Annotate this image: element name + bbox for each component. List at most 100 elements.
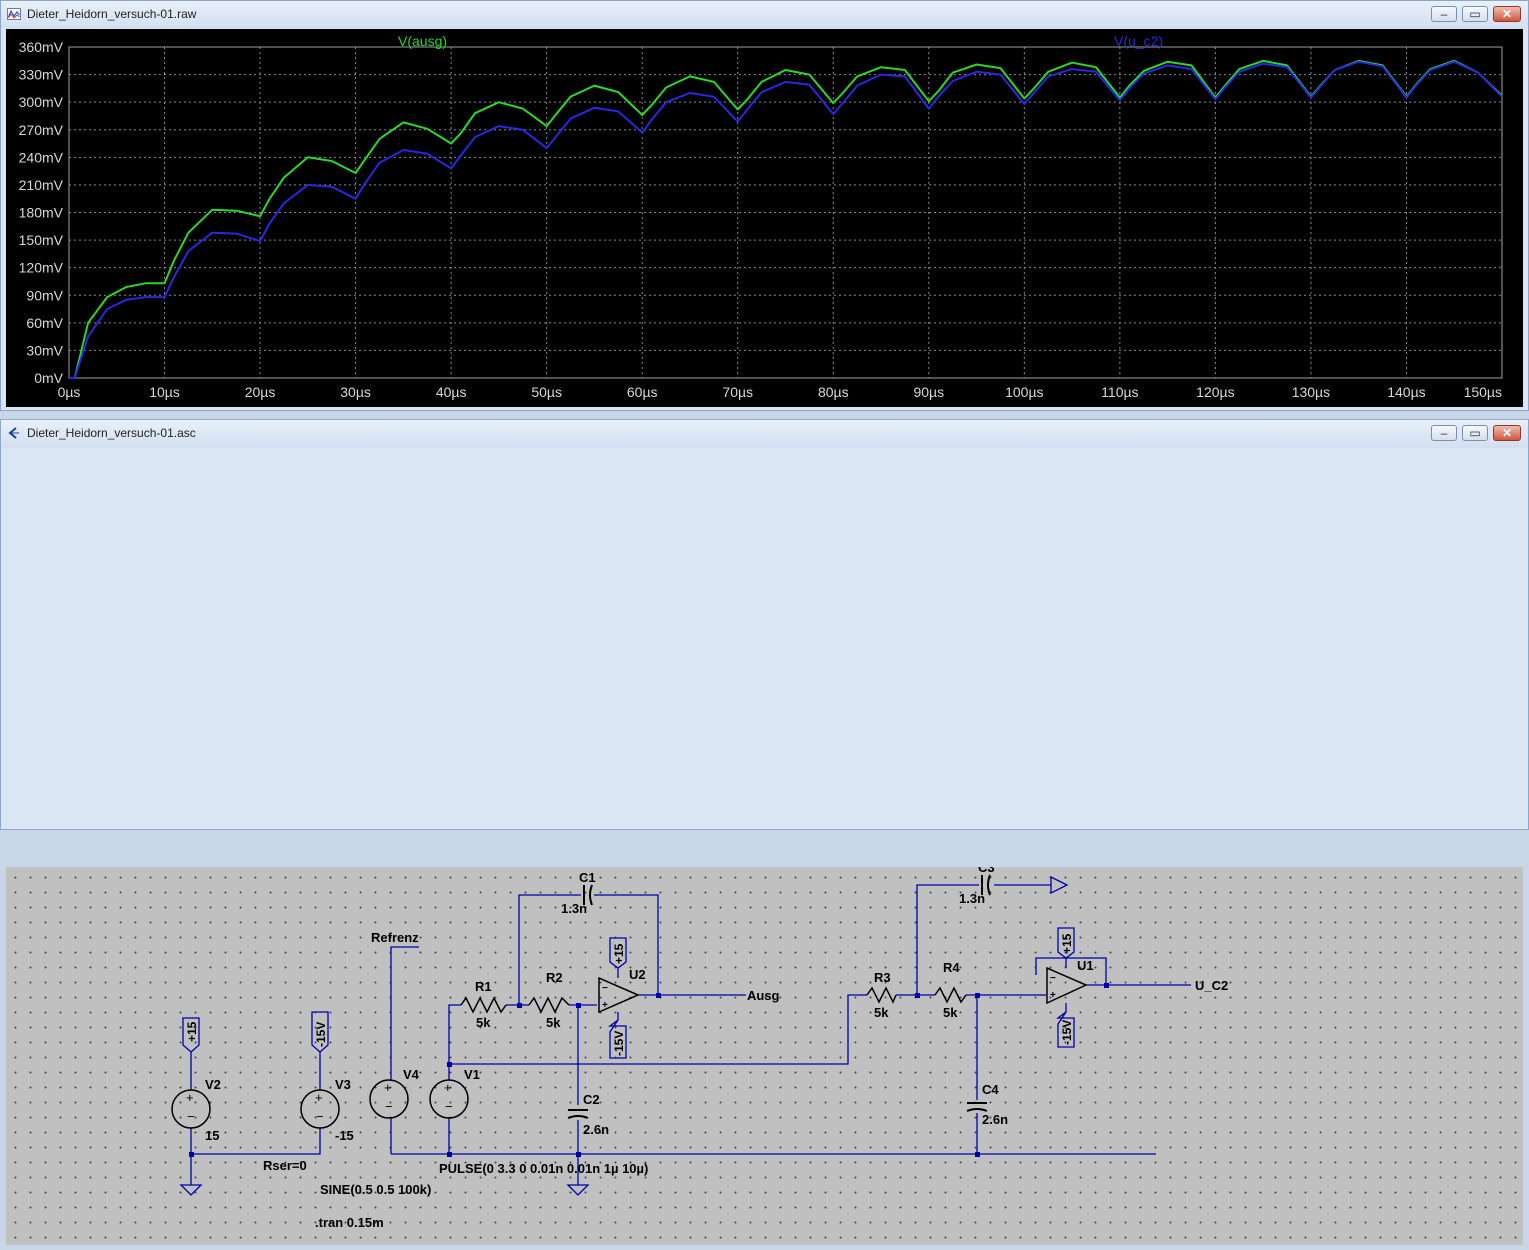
ground-c2 [566,1184,590,1196]
minimize-button[interactable]: ‒ [1431,6,1457,22]
flag-u1-minus: -15V [1060,1020,1074,1045]
y-tick-label: 150mV [19,232,64,248]
y-tick-labels: 0mV 30mV 60mV 90mV 120mV 150mV 180mV 210mV 240mV… [19,39,64,386]
y-tick-label: 330mV [19,67,64,83]
grid-lines [68,46,1503,379]
restore-button[interactable]: ▭ [1462,425,1488,441]
flag-u2-minus: -15V [612,1031,626,1056]
label-r1: R1 [475,979,492,994]
label-v3: V3 [335,1077,351,1092]
x-tick-label: 110µs [1101,384,1138,400]
y-tick-label: 270mV [19,122,64,138]
label-u1: U1 [1077,958,1094,973]
label-sine: SINE(0.5 0.5 100k) [320,1182,431,1197]
x-tick-label: 140µs [1387,384,1425,400]
schematic-canvas[interactable]: − + − + +− +− +− +− [6,860,1523,1245]
y-tick-label: 90mV [26,287,63,303]
minimize-icon: ‒ [1440,7,1448,21]
x-tick-label: 50µs [531,384,562,400]
component-labels: C1 1.3n C3 1.3n Refrenz R1 5k R2 5k R3 5… [205,860,1228,1230]
x-tick-label: 80µs [818,384,849,400]
minimize-button[interactable]: ‒ [1431,425,1457,441]
y-tick-label: 60mV [26,315,63,331]
label-v3-value: -15 [335,1128,354,1143]
y-tick-label: 360mV [19,39,64,55]
resistor-r3 [866,986,897,1004]
y-tick-label: 210mV [19,177,64,193]
x-tick-label: 90µs [913,384,944,400]
label-c2-value: 2.6n [583,1122,609,1137]
resistor-r2 [528,996,570,1014]
label-v4: V4 [403,1067,420,1082]
schematic-window-title: Dieter_Heidorn_versuch-01.asc [27,426,196,440]
trace-label-u-c2[interactable]: V(u_c2) [1114,33,1163,49]
waveform-plot-area[interactable]: 0mV 30mV 60mV 90mV 120mV 150mV 180mV 210mV 240mV… [6,29,1523,407]
close-button[interactable]: ✕ [1493,6,1521,22]
trace-label-ausg[interactable]: V(ausg) [398,33,447,49]
opamp-u2: − + [598,976,640,1014]
spice-directive-tran: .tran 0.15m [315,1215,384,1230]
label-c3: C3 [978,867,995,875]
waveform-window[interactable]: Dieter_Heidorn_versuch-01.raw ‒ ▭ ✕ 0mV 3… [0,0,1529,411]
x-tick-label: 130µs [1292,384,1330,400]
restore-icon: ▭ [1469,7,1481,21]
plot-frame [68,46,1503,379]
label-r4: R4 [943,960,960,975]
y-tick-label: 240mV [19,149,64,165]
close-button[interactable]: ✕ [1493,425,1521,441]
waveform-window-title: Dieter_Heidorn_versuch-01.raw [27,7,197,21]
y-tick-label: 30mV [26,342,63,358]
restore-icon: ▭ [1469,426,1481,440]
opamp-u1: − + [1046,966,1088,1005]
label-r2-value: 5k [546,1015,561,1030]
label-v2: V2 [205,1077,221,1092]
restore-button[interactable]: ▭ [1462,6,1488,22]
svg-text:+: + [602,1000,608,1011]
x-tick-label: 20µs [245,384,276,400]
svg-text:+: + [384,1080,392,1095]
resistor-r1 [460,996,507,1014]
svg-text:+: + [444,1080,452,1095]
minimize-icon: ‒ [1440,426,1448,440]
resistor-r4 [934,986,967,1004]
x-tick-label: 10µs [149,384,180,400]
source-polarity-marks: +− +− +− +− [186,1080,453,1124]
flag-u1-plus: +15 [1060,933,1074,954]
close-icon: ✕ [1501,426,1513,440]
trace-v-ausg [69,59,1503,379]
label-c3-value: 1.3n [959,891,985,906]
svg-text:−: − [316,1109,324,1124]
schematic-drawing[interactable]: − + − + +− +− +− +− [6,860,1523,1245]
svg-text:+: + [186,1090,194,1105]
label-r4-value: 5k [943,1005,958,1020]
x-tick-label: 60µs [627,384,658,400]
y-tick-label: 120mV [19,260,64,276]
y-tick-label: 180mV [19,205,64,221]
waveform-chart[interactable]: 0mV 30mV 60mV 90mV 120mV 150mV 180mV 210mV 240mV… [6,29,1523,407]
trace-lines [69,59,1503,379]
label-v1: V1 [464,1067,480,1082]
supply-flag-labels: +15 -15V +15 -15V +15 -15V [185,933,1074,1056]
label-c4: C4 [982,1082,999,1097]
label-r1-value: 5k [476,1015,491,1030]
resistors [460,986,967,1014]
svg-text:+: + [315,1090,323,1105]
x-tick-label: 100µs [1005,384,1043,400]
close-icon: ✕ [1501,7,1513,21]
label-u2: U2 [629,967,646,982]
schematic-titlebar[interactable]: Dieter_Heidorn_versuch-01.asc ‒ ▭ ✕ [1,420,1528,448]
svg-text:−: − [1050,973,1056,984]
x-tick-label: 70µs [722,384,753,400]
trace-v-u-c2 [69,60,1503,379]
waveform-file-icon [7,8,21,20]
junction-dots [189,983,1109,1157]
y-tick-label: 0mV [34,370,63,386]
label-rser: Rser=0 [263,1158,307,1173]
schematic-file-icon [8,427,19,439]
svg-text:−: − [385,1099,393,1114]
waveform-titlebar[interactable]: Dieter_Heidorn_versuch-01.raw ‒ ▭ ✕ [1,1,1528,29]
schematic-window[interactable]: Dieter_Heidorn_versuch-01.asc ‒ ▭ ✕ [0,419,1529,1245]
net-label-u-c2: U_C2 [1195,978,1228,993]
y-tick-label: 300mV [19,94,64,110]
